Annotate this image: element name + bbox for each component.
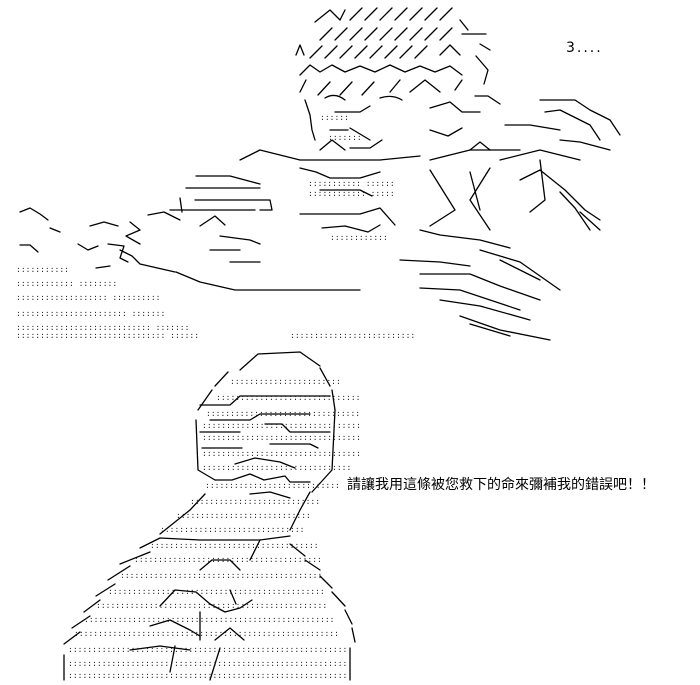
countdown-text: 3.... (566, 40, 603, 56)
svg-text:::::::::::::::::::: :::::::::: ::::::::::::::::::: :::::::::: (16, 293, 161, 302)
svg-text:::::::::::::::::::::::::::::::: ::::::::::::::::::::::::::::::: (202, 463, 351, 472)
svg-text:::::::::::::::::::::::::::::::: ::::::::::::::::::::::::::::::::::: (150, 541, 319, 550)
svg-text:::::::::::::::::::::::::::::: :::::::::::::::::::::::::::: (205, 481, 340, 490)
svg-text:::::::::::::::::::::::::::::::: ::::::::::::::::::::::::::::::::: (202, 433, 361, 442)
top-shading-dots: ::::::::::: :::::::::::: :::::::: ::::::… (16, 113, 415, 340)
top-left-figure-outline (19, 207, 129, 269)
svg-text::::::::::::: ::::::::: :::::::::::: :::::::: (16, 279, 117, 288)
svg-text:::::::: :::::: (320, 113, 349, 122)
svg-text:::::::::::::::::::::::: :::::: ::::::::::::::::::::::: ::::::: (16, 309, 165, 318)
svg-text:::::::::::::::::::::::::::::::: ::::::::::::::::::::::::::::::::::::::::… (84, 615, 334, 624)
svg-text:::::::::::::::::::::::::::::::: ::::::::::::::::::::::::::::::::::::::::… (74, 629, 339, 638)
svg-text::::::::::::::::::::::::::::: ::::::::::::::::::::::::::: (190, 497, 320, 506)
svg-text::::::::::::: :::::: :::::::::::: ::::: (308, 189, 395, 198)
bottom-figure-outline (63, 351, 356, 681)
svg-text:::::::::::::: :::::::::::: (330, 233, 388, 242)
svg-text:::::::::::::::::::::::::::::::: :::::::::::::::::::::::::::::: (160, 525, 305, 534)
svg-text:::::::::::::::::::::::::::::::: ::::::::::::::::::::::::::::::: :::::: (16, 331, 199, 340)
top-figure-face (304, 94, 501, 151)
top-figure-body-and-arm (119, 149, 421, 291)
top-figure-hair (295, 7, 491, 96)
svg-text:::::::::::::::::::::::::::::: :::::::::::::::::::::::::::: (176, 511, 311, 520)
svg-text:::::::::::::::::::::::::::::::: :::::::::::::::::::::::::::::::: (206, 409, 360, 418)
svg-text:::::::::::::::::::::::::::::::: :::::::::::::::::::::::::::::: (216, 393, 361, 402)
svg-text:::::::::::::::::::::::::::::::: ::::::::::::::::::::::::::::::::::::::::… (120, 571, 322, 580)
svg-text:::::::::::::::::::::::::::::::: ::::::::::::::::::::::::::::::::::::::::… (68, 659, 347, 668)
svg-text:::::::::::::::::::::::::::::: :::::::::::::::::::::::::::: ::::::: (16, 323, 189, 332)
svg-text:::::::::::::::::::::::::::: :::::::::::::::::::::::::: (290, 331, 415, 340)
dialogue-text: 請讓我用這條被您救下的命來彌補我的錯誤吧！！ (347, 477, 655, 493)
svg-text:::::::::::::::::::::::::::::::: ::::::::::::::::::::::::::::::::::::::::… (96, 601, 327, 610)
svg-text:::::::::::: ::::::: ::::::::::: :::::: (308, 179, 395, 188)
svg-text::::::::::::: ::::::::::: (16, 265, 69, 274)
svg-text:::::::::::::::::::::::::::::::: ::::::::::::::::::::::::::::::::: (202, 449, 361, 458)
svg-text:::::::::::::::::::::::::::::::: ::::::::::::::::::::::::::::::::::::::::… (108, 587, 325, 596)
bottom-shading-dots: ::::::::::::::::::::::: ::::::::::::::::… (68, 377, 361, 680)
svg-text:::::::::::::::::::::::::::::::: ::::::::::::::::::::::::::::::::: (202, 421, 361, 430)
top-scarf-streamers (399, 99, 621, 341)
svg-text::::::::::::::::::::::::: ::::::::::::::::::::::: (230, 377, 341, 386)
svg-text:::::::::::::::::::::::::::::::: ::::::::::::::::::::::::::::::::::::::::… (68, 671, 347, 680)
svg-text:::::::::::::::::::::::::::::::: ::::::::::::::::::::::::::::::::::::::: (134, 555, 322, 564)
svg-text:::::::::::::::::::::::::::::::: ::::::::::::::::::::::::::::::::::::::::… (68, 645, 347, 654)
svg-text::::::::: ::::::: (328, 133, 362, 142)
